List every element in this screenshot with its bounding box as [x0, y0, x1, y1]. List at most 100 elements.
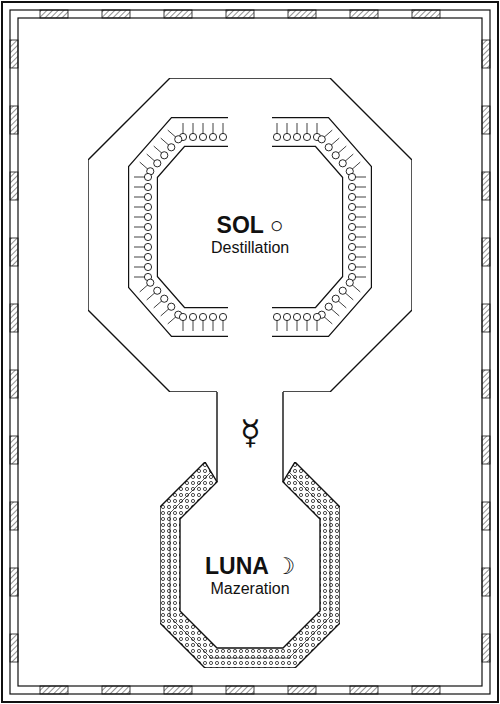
shelf-peg [348, 213, 355, 220]
frame-hatch [10, 304, 18, 332]
frame-hatches [10, 10, 490, 694]
shelf-peg [348, 243, 355, 250]
frame-hatch [10, 40, 18, 68]
peg-stem [147, 293, 155, 300]
frame-hatch [482, 370, 490, 398]
peg-stem [213, 123, 214, 133]
peg-stem [134, 247, 144, 248]
shelf-peg [293, 313, 300, 320]
shelf-peg [144, 223, 151, 230]
peg-stem [338, 301, 346, 308]
shelf-peg [199, 313, 206, 320]
chamber-name: LUNA ☽ [205, 553, 295, 579]
frame-hatch [10, 502, 18, 530]
shelf-peg [144, 233, 151, 240]
shelf-peg [144, 253, 151, 260]
shelf-peg [348, 193, 355, 200]
shelf-peg [175, 136, 182, 143]
peg-stem [154, 301, 162, 308]
shelf-peg [318, 136, 325, 143]
luna-chamber: LUNA ☽Mazeration [160, 462, 340, 668]
peg-stem [356, 247, 366, 248]
shelf-peg [332, 295, 339, 302]
frame-hatch [482, 502, 490, 530]
chamber-name: SOL ○ [211, 212, 289, 238]
shelf-peg [348, 183, 355, 190]
peg-stem [317, 123, 318, 133]
shelf-peg [348, 253, 355, 260]
shelf-peg [219, 133, 226, 140]
shelf-peg [348, 233, 355, 240]
frame-hatch [412, 686, 440, 694]
chamber-label: LUNA ☽Mazeration [205, 553, 295, 599]
frame-hatch [288, 686, 316, 694]
hall-outline [88, 78, 412, 392]
sol-chamber: SOL ○Destillation [88, 78, 412, 392]
peg-stem [287, 123, 288, 133]
frame-hatch [102, 686, 130, 694]
shelf-peg [273, 313, 280, 320]
chamber-process: Mazeration [205, 579, 295, 598]
shelf-peg [209, 133, 216, 140]
neck-wall [282, 392, 283, 482]
shelf-peg [283, 313, 290, 320]
peg-stem [134, 227, 144, 228]
frame-hatch [164, 686, 192, 694]
peg-stem [331, 138, 339, 145]
shelf-peg [144, 173, 151, 180]
neck-wall [216, 392, 217, 482]
peg-stem [307, 321, 308, 331]
shelf-peg [303, 133, 310, 140]
shelf-peg [154, 160, 161, 167]
shelf-outline [272, 132, 357, 322]
frame-hatch [482, 106, 490, 134]
shelf-peg [348, 263, 355, 270]
peg-stem [134, 217, 144, 218]
chamber-label: SOL ○Destillation [211, 212, 289, 258]
shelf-peg [144, 213, 151, 220]
peg-stem [223, 321, 224, 331]
frame-hatch [226, 10, 254, 18]
frame-hatch [350, 10, 378, 18]
frame-hatch [10, 238, 18, 266]
frame-hatch [40, 686, 68, 694]
frame-hatch [482, 634, 490, 662]
shelf-peg [339, 160, 346, 167]
peg-stem [297, 321, 298, 331]
peg-stem [168, 130, 176, 137]
shelf-peg [273, 133, 280, 140]
shelf-peg [144, 203, 151, 210]
frame-hatch [482, 40, 490, 68]
peg-stem [140, 162, 148, 169]
frame-hatch [412, 10, 440, 18]
shelves [134, 123, 366, 331]
peg-stem [154, 146, 162, 153]
mercury-symbol: ☿ [240, 415, 261, 449]
frame-hatch [482, 172, 490, 200]
peg-stem [168, 317, 176, 324]
shelf-peg [346, 279, 353, 286]
shelf-peg [283, 133, 290, 140]
peg-stem [356, 217, 366, 218]
peg-stem [203, 123, 204, 133]
shelf-peg [303, 313, 310, 320]
peg-stem [338, 146, 346, 153]
shelf-fill [272, 132, 357, 322]
frame-hatch [10, 370, 18, 398]
peg-stem [356, 227, 366, 228]
peg-stem [223, 123, 224, 133]
peg-stem [356, 267, 366, 268]
wall-midline [170, 472, 330, 658]
peg-stem [277, 123, 278, 133]
peg-stem [356, 177, 366, 178]
shelf-peg [332, 152, 339, 159]
peg-stem [134, 267, 144, 268]
peg-stem [307, 123, 308, 133]
shelf-fill [143, 132, 228, 322]
frame-hatch [10, 106, 18, 134]
shelf-peg [144, 193, 151, 200]
peg-stem [324, 317, 332, 324]
